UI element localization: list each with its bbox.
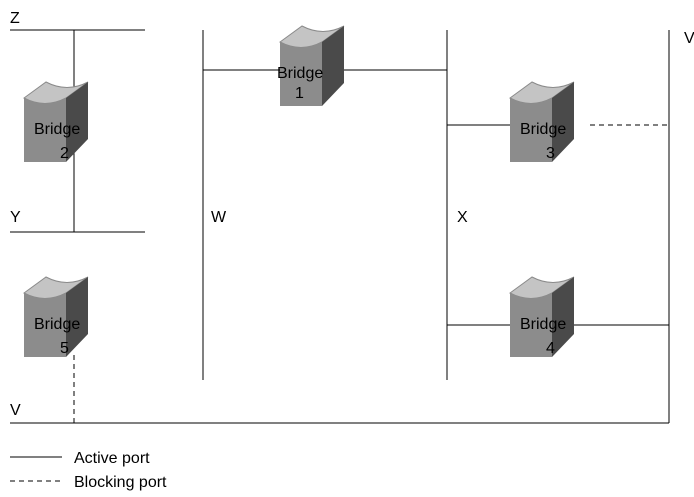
legend-active-label: Active port — [74, 450, 150, 467]
bridge-1-number: 1 — [295, 85, 304, 102]
bridge-4: Bridge 4 — [509, 276, 575, 358]
segment-label-w: W — [211, 209, 227, 226]
segment-label-v-top: V — [684, 30, 694, 47]
bridge-4-number: 4 — [546, 340, 555, 357]
segment-label-x: X — [457, 209, 468, 226]
bridge-1-name: Bridge — [277, 65, 323, 82]
bridge-5-name: Bridge — [34, 316, 80, 333]
segment-label-z: Z — [10, 10, 20, 27]
legend-blocking-label: Blocking port — [74, 474, 167, 491]
bridge-2: Bridge 2 — [23, 81, 89, 163]
bridge-3-number: 3 — [546, 145, 555, 162]
bridge-2-name: Bridge — [34, 121, 80, 138]
bridge-3: Bridge 3 — [509, 81, 575, 163]
segment-label-v-bottom: V — [10, 402, 21, 419]
bridge-1: Bridge 1 — [277, 25, 345, 107]
bridge-3-name: Bridge — [520, 121, 566, 138]
segment-label-y: Y — [10, 209, 21, 226]
bridge-5: Bridge 5 — [23, 276, 89, 358]
bridge-5-number: 5 — [60, 340, 69, 357]
legend: Active port Blocking port — [10, 450, 167, 491]
bridge-2-number: 2 — [60, 145, 69, 162]
bridge-4-name: Bridge — [520, 316, 566, 333]
